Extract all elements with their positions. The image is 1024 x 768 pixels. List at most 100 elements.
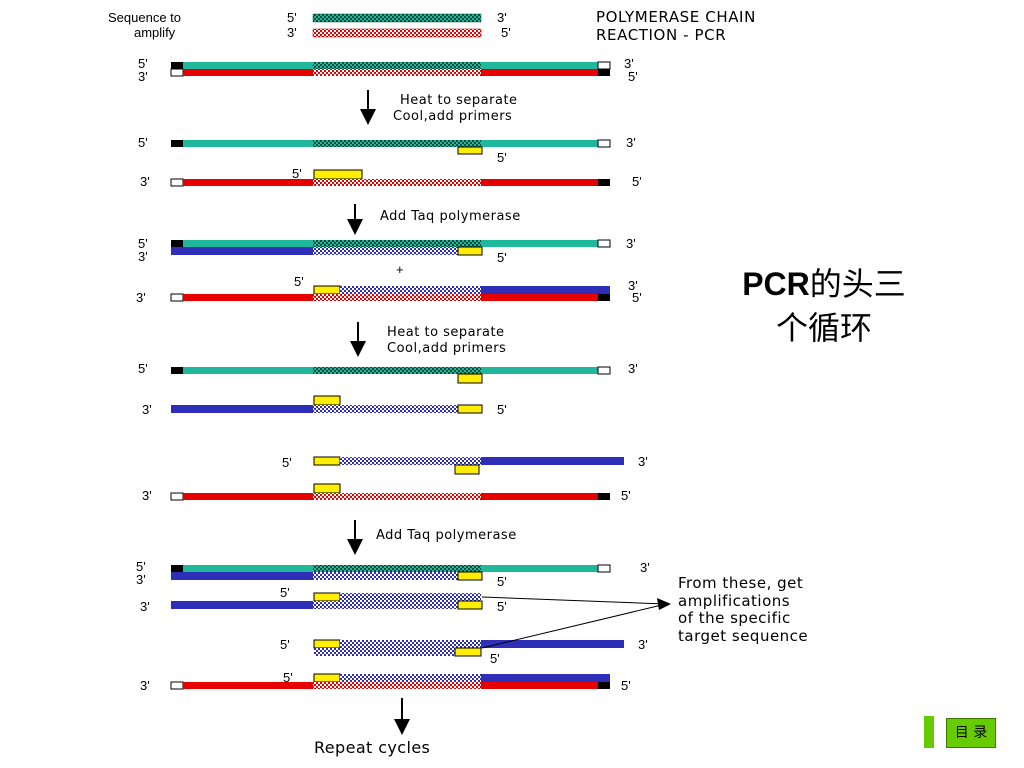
end-5: 5' [292,166,302,181]
end-3: 3' [624,56,634,71]
end-3: 3' [640,560,650,575]
end-3: 3' [138,249,148,264]
strand-blue [481,674,610,682]
amplify-label: amplify [134,25,176,40]
strand-red-target [313,682,481,689]
strand-red [481,682,598,689]
strand-blue-target [340,640,481,648]
primer-yellow [313,285,341,295]
nav-marker [924,716,934,748]
primer-yellow [313,639,341,649]
end-cap-white [597,61,611,70]
plus-sign: + [396,262,404,277]
end-3: 3' [138,69,148,84]
end-cap-white [170,492,184,501]
end-cap-black [598,294,610,301]
end-5: 5' [138,56,148,71]
strand-blue [171,247,313,255]
end-5: 5' [280,585,290,600]
strand-blue [171,405,313,413]
strand-blue [171,572,313,580]
title-line-2: REACTION - PCR [596,26,726,44]
end-cap-black [598,493,610,500]
template-strand-red [312,28,482,38]
strand-blue-target [313,405,458,413]
primer-yellow [313,395,341,406]
end-cap-black [171,62,183,69]
note-line-4: target sequence [678,627,808,645]
step-heat-label: Heat to separate [400,93,518,108]
end-5: 5' [621,678,631,693]
repeat-cycles-label: Repeat cycles [314,738,430,757]
end-5: 5' [632,174,642,189]
end-3: 3' [638,454,648,469]
strand-teal [481,140,598,147]
strand-red [481,294,598,301]
table-of-contents-button[interactable]: 目 录 [946,718,996,748]
end-5: 5' [282,455,292,470]
end-3: 3' [626,135,636,150]
strand-teal [183,240,313,247]
strand-red-target [313,294,481,301]
sequence-to-label: Sequence to [108,10,181,25]
pointer-arrowhead [657,598,671,610]
strand-red-target [313,493,481,500]
strand-red [183,69,313,76]
strand-teal [183,62,313,69]
strand-teal-target [313,565,481,572]
strand-blue-target [340,457,481,465]
end-3: 3' [142,488,152,503]
end-5: 5' [497,574,507,589]
end-cap-black [598,179,610,186]
end-5: 5' [497,599,507,614]
end-3: 3' [140,174,150,189]
end-cap-white [170,178,184,187]
end-cap-white [597,139,611,148]
hdr-3-top: 3' [497,10,507,25]
end-cap-black [171,240,183,247]
end-cap-white [170,293,184,302]
end-cap-white [597,564,611,573]
end-cap-white [597,239,611,248]
primer-yellow [457,600,483,610]
end-cap-black [598,682,610,689]
end-3: 3' [628,278,638,293]
step-taq-label: Add Taq polymerase [376,528,517,543]
title-line-1: POLYMERASE CHAIN [596,8,756,26]
end-5: 5' [138,236,148,251]
strand-teal [183,367,313,374]
strand-teal [183,140,313,147]
strand-red [481,69,598,76]
slide-title: PCR的头三 个循环 [716,262,932,350]
end-5: 5' [621,488,631,503]
end-3: 3' [628,361,638,376]
primer-yellow [457,571,483,581]
end-3: 3' [142,402,152,417]
end-5: 5' [136,559,146,574]
strand-teal-target [313,62,481,69]
strand-teal [481,565,598,572]
strand-teal [183,565,313,572]
note-line-2: amplifications [678,592,790,610]
end-5: 5' [280,637,290,652]
primer-yellow [454,647,482,657]
primer-yellow [454,464,480,475]
strand-teal-target [313,240,481,247]
strand-blue-target [314,648,455,656]
strand-blue-target [313,572,458,580]
strand-red [183,493,313,500]
end-5: 5' [497,402,507,417]
strand-teal-target [313,140,481,147]
end-3: 3' [140,678,150,693]
strand-blue-target [313,247,458,255]
slide-title-part1: 的头三 [809,265,906,303]
strand-red [183,179,313,186]
end-cap-white [170,68,184,77]
primer-yellow [313,592,341,602]
end-5: 5' [294,274,304,289]
step-cool-label: Cool,add primers [393,109,512,124]
strand-blue [481,457,624,465]
step-heat-label: Heat to separate [387,325,505,340]
strand-blue [481,286,610,294]
strand-blue-target [313,601,458,609]
